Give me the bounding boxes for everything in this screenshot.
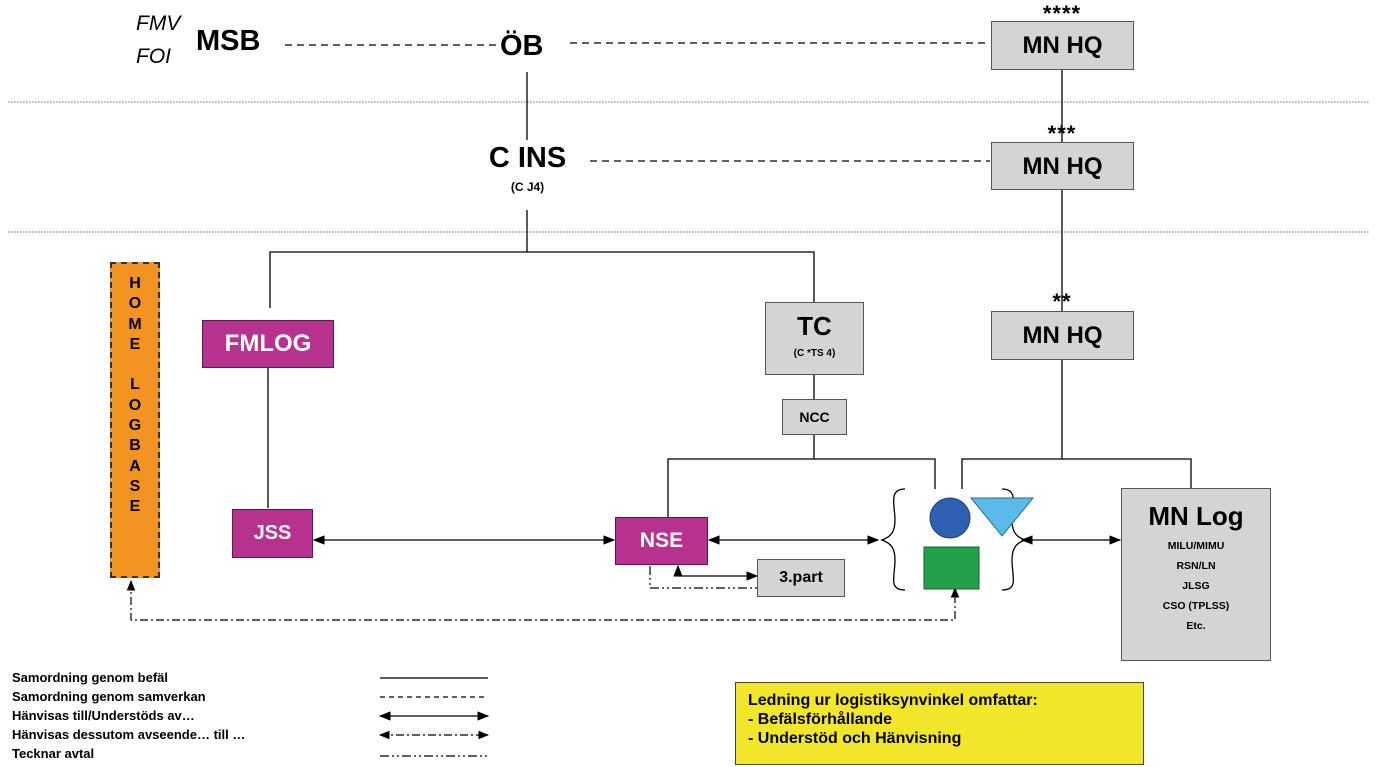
square-symbol	[923, 546, 980, 590]
jss-box: JSS	[232, 509, 313, 558]
home-letter: E	[129, 498, 141, 516]
legend-item-dashdotdot: Tecknar avtal	[12, 746, 95, 761]
third-party-box: 3.part	[757, 559, 845, 597]
mn-hq-label: MN HQ	[1022, 32, 1103, 59]
legend-item-double-arrow: Hänvisas till/Understöds av…	[12, 708, 195, 723]
mn-log-box: MN Log MILU/MIMU RSN/LN JLSG CSO (TPLSS)…	[1121, 488, 1271, 661]
nse-3part-contract-line	[649, 566, 757, 589]
nse-3part-arrow	[673, 564, 759, 581]
mn-hq-box-1: MN HQ	[991, 21, 1134, 70]
tc-box: TC (C *TS 4)	[765, 302, 864, 375]
mn-hq-stars-3: ***	[1047, 121, 1077, 146]
mn-log-item: RSN/LN	[1176, 560, 1216, 572]
home-letter: M	[128, 315, 142, 333]
circle-symbol	[929, 497, 971, 539]
mn-hq-box-2: MN HQ	[991, 142, 1134, 190]
mn-hq-stars-2: **	[1052, 289, 1072, 314]
c-ins-subtitle: (C J4)	[510, 180, 545, 194]
home-letter: O	[128, 295, 142, 313]
home-letter: H	[129, 275, 141, 292]
fmv-label: FMV	[136, 12, 181, 35]
home-letter: E	[129, 335, 141, 353]
mn-hq-box-3: MN HQ	[991, 311, 1134, 360]
home-logbase-box: H O M E L O G B A S E	[110, 262, 160, 578]
mn-log-item: MILU/MIMU	[1167, 540, 1225, 552]
mn-hq-label: MN HQ	[1022, 153, 1103, 180]
tc-subtitle: (C *TS 4)	[793, 348, 836, 359]
mn-log-item: Etc.	[1186, 620, 1206, 632]
mnhq3-branch-bar	[961, 458, 1192, 489]
legend: Samordning genom befäl Samordning genom …	[12, 670, 245, 765]
ncc-branch-bar	[667, 458, 936, 520]
nse-box: NSE	[615, 517, 708, 565]
tc-label: TC	[797, 311, 832, 341]
third-party-label: 3.part	[779, 569, 823, 586]
ncc-box: NCC	[782, 399, 847, 435]
fmlog-box: FMLOG	[202, 320, 334, 368]
msb-label: MSB	[196, 25, 261, 57]
homebase-symbols-arrow	[126, 579, 960, 621]
legend-item-solid: Samordning genom befäl	[12, 670, 169, 685]
home-letter: L	[130, 376, 140, 394]
home-letter: G	[128, 417, 142, 435]
jss-label: JSS	[253, 522, 292, 544]
legend-item-dashdot-arrow: Hänvisas dessutom avseende… till …	[12, 727, 246, 742]
mn-log-item: JLSG	[1182, 580, 1210, 592]
note-line: - Befälsförhållande	[748, 711, 893, 728]
mn-log-title: MN Log	[1148, 501, 1244, 531]
c-ins-label: C INS	[488, 142, 567, 174]
ncc-label: NCC	[799, 409, 830, 425]
home-letter: A	[129, 457, 141, 475]
mn-hq-label: MN HQ	[1022, 322, 1103, 349]
mn-log-item: CSO (TPLSS)	[1162, 600, 1230, 612]
left-brace	[880, 488, 906, 591]
foi-label: FOI	[136, 45, 171, 68]
fmlog-label: FMLOG	[224, 330, 312, 357]
home-letter: O	[128, 396, 142, 414]
note-title: Ledning ur logistiksynvinkel omfattar:	[748, 692, 1038, 709]
ob-label: ÖB	[500, 30, 544, 62]
home-letter: S	[129, 477, 141, 495]
legend-item-dashed: Samordning genom samverkan	[12, 689, 206, 704]
triangle-symbol	[969, 497, 1035, 537]
note-line: - Understöd och Hänvisning	[748, 730, 962, 747]
home-letter: B	[129, 437, 141, 455]
nse-label: NSE	[639, 529, 684, 552]
note-box: Ledning ur logistiksynvinkel omfattar: -…	[735, 682, 1144, 765]
mn-log-items: MILU/MIMU RSN/LN JLSG CSO (TPLSS) Etc.	[1122, 536, 1270, 636]
cins-branch-bar	[269, 251, 815, 308]
